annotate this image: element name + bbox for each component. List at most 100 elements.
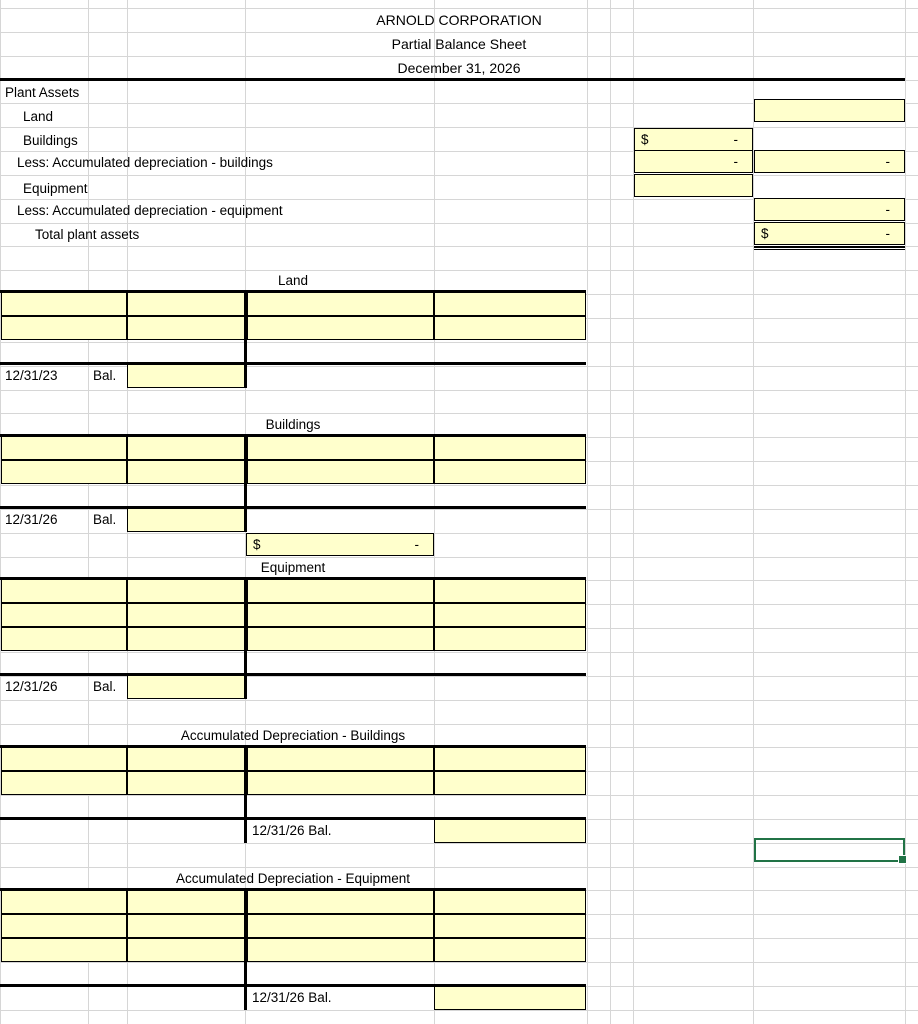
t-account-credit-cell[interactable] [247, 292, 434, 316]
t-account-center-divider [244, 290, 247, 364]
t-account-debit-cell[interactable] [127, 579, 245, 603]
t-account-credit-cell[interactable] [434, 292, 586, 316]
balance-input-buildings-net-outer[interactable]: - [754, 150, 905, 173]
t-account-balance-input[interactable] [127, 675, 245, 699]
t-account-debit-cell[interactable] [127, 436, 245, 460]
balance-input-equipment-inner[interactable] [634, 174, 753, 197]
t-account-balance-date: 12/31/26 Bal. [252, 823, 332, 838]
t-account-debit-cell[interactable] [1, 890, 127, 914]
amount-value: - [733, 132, 739, 147]
t-account-debit-cell[interactable] [127, 460, 245, 484]
t-account-credit-cell[interactable] [434, 914, 586, 938]
t-account-credit-cell[interactable] [247, 460, 434, 484]
balance-input-buildings-inner[interactable]: $ - [634, 128, 753, 151]
standalone-total-box[interactable]: $ - [246, 533, 434, 556]
t-account-credit-cell[interactable] [247, 771, 434, 795]
t-account-credit-cell[interactable] [247, 436, 434, 460]
t-account-debit-cell[interactable] [127, 914, 245, 938]
balance-input-total-plant-assets[interactable]: $ - [754, 222, 905, 245]
column-divider [88, 0, 89, 1024]
t-account-debit-cell[interactable] [127, 938, 245, 962]
balance-row-label-equipment: Equipment [23, 181, 88, 196]
t-account-credit-cell[interactable] [247, 316, 434, 340]
t-account-debit-cell[interactable] [1, 938, 127, 962]
t-account-credit-cell[interactable] [434, 747, 586, 771]
t-account-balance-input[interactable] [127, 364, 245, 388]
t-account-credit-cell[interactable] [434, 938, 586, 962]
t-account-credit-cell[interactable] [247, 579, 434, 603]
t-account-balance-label: Bal. [93, 368, 117, 383]
t-account-debit-cell[interactable] [127, 292, 245, 316]
dollar-sign: $ [641, 132, 649, 147]
t-account-debit-cell[interactable] [1, 603, 127, 627]
active-cell-selection[interactable] [754, 838, 907, 864]
total-double-rule-top [754, 246, 905, 248]
t-account-balance-input[interactable] [127, 508, 245, 532]
t-account-debit-cell[interactable] [127, 603, 245, 627]
t-account-balance-date: 12/31/23 [5, 368, 58, 383]
balance-row-label-total: Total plant assets [35, 227, 140, 242]
t-account-debit-cell[interactable] [1, 316, 127, 340]
t-account-debit-cell[interactable] [1, 579, 127, 603]
t-account-center-divider [244, 434, 247, 508]
t-account-debit-cell[interactable] [1, 771, 127, 795]
t-account-credit-cell[interactable] [247, 938, 434, 962]
t-account-balance-input[interactable] [434, 986, 586, 1010]
t-account-debit-cell[interactable] [1, 436, 127, 460]
t-account-debit-cell[interactable] [127, 316, 245, 340]
t-account-center-divider-lower [244, 508, 247, 532]
amount-value: - [414, 537, 420, 552]
t-account-title: Land [277, 273, 309, 288]
amount-value: - [733, 154, 739, 169]
column-divider [905, 0, 906, 1024]
t-account-credit-cell[interactable] [434, 316, 586, 340]
column-divider [753, 0, 754, 1024]
t-account-credit-cell[interactable] [247, 914, 434, 938]
t-account-credit-cell[interactable] [434, 627, 586, 651]
statement-date: December 31, 2026 [397, 60, 521, 76]
balance-input-accdep-equipment-outer[interactable]: - [754, 198, 905, 221]
t-account-credit-cell[interactable] [434, 436, 586, 460]
t-account-center-divider-lower [244, 364, 247, 388]
t-account-debit-cell[interactable] [1, 747, 127, 771]
balance-input-accdep-buildings-inner[interactable]: - [634, 150, 753, 173]
t-account-debit-cell[interactable] [1, 292, 127, 316]
t-account-title: Accumulated Depreciation - Buildings [180, 728, 406, 743]
t-account-debit-cell[interactable] [127, 890, 245, 914]
t-account-credit-cell[interactable] [434, 460, 586, 484]
t-account-balance-date: 12/31/26 [5, 679, 58, 694]
t-account-debit-cell[interactable] [1, 460, 127, 484]
dollar-sign: $ [761, 226, 769, 241]
t-account-debit-cell[interactable] [1, 627, 127, 651]
t-account-credit-cell[interactable] [434, 603, 586, 627]
t-account-center-divider-lower [244, 819, 247, 843]
balance-sheet-section-heading: Plant Assets [5, 85, 80, 100]
t-account-credit-cell[interactable] [434, 579, 586, 603]
fill-handle[interactable] [898, 855, 907, 864]
statement-title: Partial Balance Sheet [391, 36, 527, 52]
t-account-debit-cell[interactable] [127, 627, 245, 651]
t-account-credit-cell[interactable] [247, 603, 434, 627]
t-account-title: Equipment [260, 560, 326, 575]
balance-row-label-buildings: Buildings [23, 133, 78, 148]
t-account-debit-cell[interactable] [127, 747, 245, 771]
t-account-credit-cell[interactable] [434, 771, 586, 795]
balance-input-land-outer[interactable] [754, 99, 905, 122]
t-account-balance-date: 12/31/26 [5, 512, 58, 527]
t-account-center-divider [244, 745, 247, 819]
t-account-debit-cell[interactable] [1, 914, 127, 938]
t-account-top-rule [0, 888, 586, 891]
t-account-credit-cell[interactable] [247, 627, 434, 651]
t-account-credit-cell[interactable] [247, 747, 434, 771]
t-account-title: Accumulated Depreciation - Equipment [175, 871, 411, 886]
t-account-debit-cell[interactable] [127, 771, 245, 795]
t-account-balance-input[interactable] [434, 819, 586, 843]
t-account-title: Buildings [265, 417, 321, 432]
t-account-credit-cell[interactable] [434, 890, 586, 914]
t-account-center-divider [244, 888, 247, 986]
t-account-balance-date: 12/31/26 Bal. [252, 990, 332, 1005]
column-divider [0, 0, 1, 1024]
t-account-credit-cell[interactable] [247, 890, 434, 914]
company-title: ARNOLD CORPORATION [376, 12, 542, 28]
